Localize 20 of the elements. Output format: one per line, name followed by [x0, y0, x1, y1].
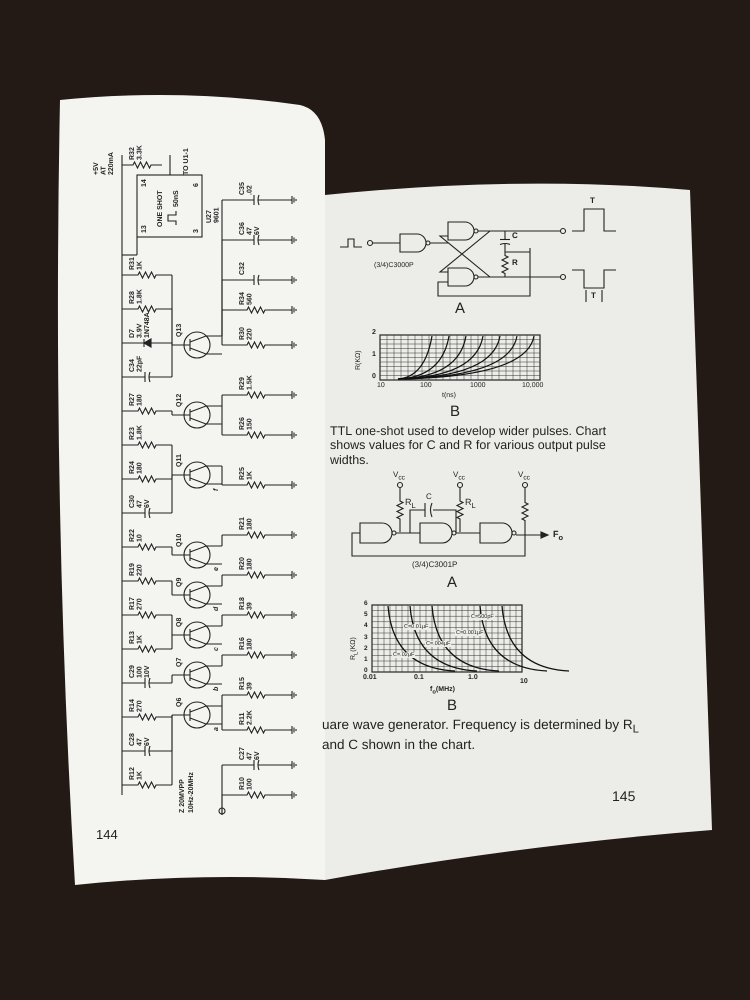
component-label: R$_{L}$: [465, 497, 476, 510]
part-number-label: (3/4)C3001P: [412, 560, 458, 570]
supply-label: V$_{cc}$: [453, 470, 465, 482]
supply-label: V$_{cc}$: [393, 470, 405, 482]
pulse-width-label: T: [590, 196, 595, 206]
page-number: 144: [96, 828, 118, 843]
pulse-width-label: T: [591, 291, 596, 300]
component-label: C: [512, 231, 518, 240]
figure-caption: uare wave generator. Frequency is determined by R$_{L}$ and C shown in the chart.: [322, 717, 640, 752]
page-number: 145: [612, 788, 636, 804]
supply-label: V$_{cc}$: [518, 470, 530, 482]
output-label: F$_{o}$: [553, 529, 564, 542]
figure-letter: A: [455, 300, 466, 318]
figure-letter: B: [450, 403, 460, 420]
figure-letter: B: [447, 697, 458, 714]
figure-caption: TTL one-shot used to develop wider pulses. Chart shows values for C and R for various output pulse widths.: [330, 424, 608, 468]
component-label: R: [512, 258, 518, 268]
component-label: R$_{L}$: [405, 497, 416, 510]
figure-letter: A: [447, 574, 458, 592]
component-label: C: [426, 492, 432, 502]
